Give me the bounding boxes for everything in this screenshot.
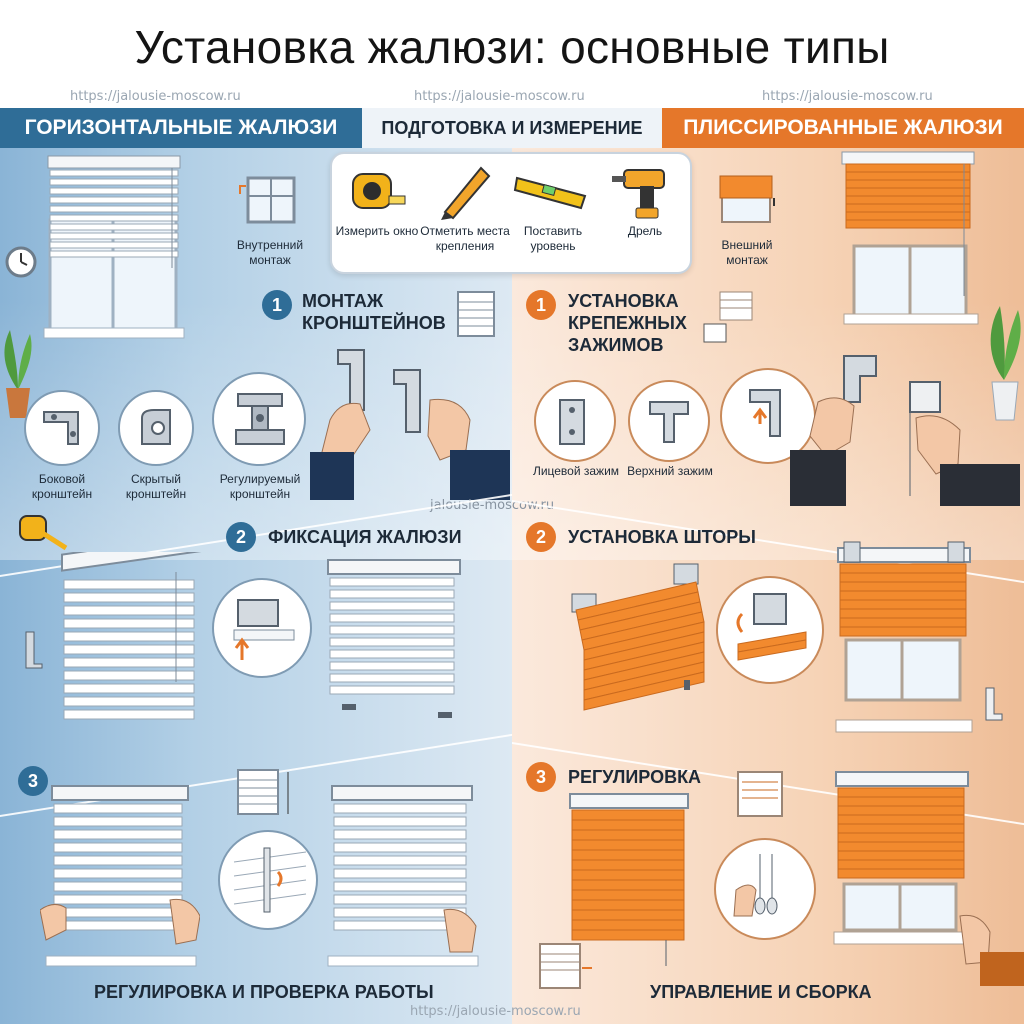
outside-mount-icon	[719, 175, 775, 223]
watermark-top-right: https://jalousie-moscow.ru	[762, 89, 933, 104]
tool-label: Отметить места крепления	[420, 224, 510, 253]
watermark-top-left: https://jalousie-moscow.ru	[70, 89, 241, 104]
right-step-1-number: 1	[526, 290, 556, 320]
header-preparation: ПОДГОТОВКА И ИЗМЕРЕНИЕ	[362, 108, 662, 148]
tool-drill: Дрель	[600, 160, 690, 239]
wall-hook-icon	[985, 687, 1003, 721]
drill-icon	[612, 169, 665, 219]
pleated-blind-mounting-illustration	[571, 563, 705, 711]
watermark-bottom: https://jalousie-moscow.ru	[410, 1004, 581, 1019]
right-bottom-title: УПРАВЛЕНИЕ И СБОРКА	[650, 982, 872, 1002]
right-step-2-number: 2	[526, 522, 556, 552]
tilt-wand-detail-icon	[233, 847, 307, 913]
wall-clock-icon	[5, 246, 37, 278]
watermark-top-center: https://jalousie-moscow.ru	[414, 89, 585, 104]
side-bracket-label: Боковой кронштейн	[31, 472, 93, 501]
face-clip-label: Лицевой зажим	[532, 464, 620, 478]
step-3-number: 3	[18, 766, 48, 796]
pencil-icon	[441, 166, 491, 220]
tool-label: Дрель	[627, 224, 663, 238]
cord-detail-circle	[714, 838, 816, 940]
blind-snap-detail-icon	[233, 599, 295, 660]
preparation-tools-panel: Измерить окно Отметить места крепления П…	[330, 152, 692, 274]
tool-mark: Отметить места крепления	[420, 160, 510, 254]
outside-mount-label: Внешний монтаж	[721, 238, 773, 267]
right-step-3-title: РЕГУЛИРОВКА	[568, 767, 702, 787]
pleated-hook-detail-circle	[716, 576, 824, 684]
pleated-clip-mini-icon	[703, 291, 753, 343]
pleated-blind-adjust-illustration	[569, 793, 689, 966]
tilt-rod-mini-icon	[237, 769, 289, 815]
right-step-2-title: УСТАНОВКА ШТОРЫ	[568, 527, 756, 547]
blind-snap-detail-circle	[212, 578, 312, 678]
level-icon	[513, 176, 587, 210]
plant-icon	[990, 306, 1021, 421]
pleated-blind-installed-illustration	[835, 541, 973, 733]
side-bracket-circle	[24, 390, 100, 466]
plant-icon	[4, 330, 32, 418]
hands-mounting-bracket-illustration	[310, 349, 510, 500]
step-2-number: 2	[226, 522, 256, 552]
tool-label: Измерить окно	[335, 224, 419, 238]
wall-bracket-icon	[25, 631, 43, 669]
horizontal-blind-mounted-illustration	[61, 552, 203, 720]
step-2-title: ФИКСАЦИЯ ЖАЛЮЗИ	[268, 527, 462, 547]
top-clip-icon	[649, 401, 689, 443]
face-clip-icon	[559, 399, 585, 445]
page-title: Установка жалюзи: основные типы	[134, 21, 890, 73]
inside-mount-label: Внутренний монтаж	[236, 238, 304, 267]
pleated-blind-window-illustration	[841, 151, 979, 325]
hands-installing-clip-illustration	[790, 355, 1020, 506]
tool-level: Поставить уровень	[508, 160, 598, 254]
step-1-title: МОНТАЖ КРОНШТЕЙНОВ	[302, 291, 446, 333]
tool-label: Поставить уровень	[523, 224, 583, 253]
adjustable-bracket-label: Регулируемый кронштейн	[219, 472, 301, 501]
horizontal-blind-window-illustration	[43, 155, 185, 339]
tape-measure-icon	[352, 173, 406, 209]
inside-mount-icon	[239, 176, 296, 224]
header-pleated-blinds: ПЛИССИРОВАННЫЕ ЖАЛЮЗИ	[662, 108, 1024, 148]
pleated-hook-detail-icon	[736, 593, 807, 661]
right-step-1-title: УСТАНОВКА КРЕПЕЖНЫХ ЗАЖИМОВ	[568, 291, 687, 355]
tape-measure-floor-icon	[19, 515, 68, 551]
left-bottom-title: РЕГУЛИРОВКА И ПРОВЕРКА РАБОТЫ	[94, 982, 434, 1002]
tool-measure: Измерить окно	[332, 160, 422, 239]
horizontal-blind-adjust-illustration	[40, 785, 200, 967]
step-1-number: 1	[262, 290, 292, 320]
top-clip-label: Верхний зажим	[627, 464, 713, 478]
clip-install-detail-circle	[720, 368, 816, 464]
blind-mini-icon	[457, 291, 495, 337]
adjustable-bracket-icon	[235, 393, 285, 445]
horizontal-blind-final-illustration	[327, 785, 479, 967]
header-horizontal-blinds: ГОРИЗОНТАЛЬНЫЕ ЖАЛЮЗИ	[0, 108, 362, 148]
pleated-blind-final-illustration	[833, 771, 1024, 986]
hidden-bracket-icon	[141, 409, 171, 445]
hidden-bracket-label: Скрытый кронштейн	[125, 472, 187, 501]
horizontal-blind-angle-illustration	[327, 559, 461, 718]
control-mini-icon	[539, 943, 592, 989]
clip-install-detail-icon	[749, 389, 781, 437]
right-step-3-number: 3	[526, 762, 556, 792]
pleated-mini-icon	[737, 771, 783, 817]
side-bracket-icon	[43, 411, 79, 445]
cord-detail-icon	[733, 854, 778, 917]
